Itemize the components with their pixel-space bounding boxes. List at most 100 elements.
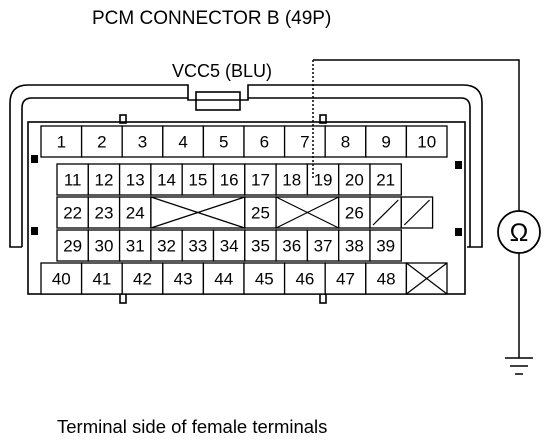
terminal-number: 9 [381, 133, 390, 152]
terminal-number: 30 [94, 237, 113, 256]
terminal-number: 34 [220, 237, 239, 256]
blank-terminal [150, 196, 246, 229]
terminal-33: 33 [181, 229, 215, 262]
terminal-12: 12 [87, 163, 121, 196]
terminal-15: 15 [181, 163, 215, 196]
terminal-number: 10 [417, 133, 436, 152]
terminal-number: 47 [336, 270, 355, 289]
terminal-41: 41 [80, 262, 123, 295]
terminal-46: 46 [283, 262, 326, 295]
terminal-21: 21 [369, 163, 402, 196]
terminal-number: 35 [251, 237, 270, 256]
terminal-1: 1 [40, 125, 83, 158]
terminal-number: 19 [314, 171, 333, 190]
terminal-number: 36 [282, 237, 301, 256]
terminal-34: 34 [212, 229, 246, 262]
terminal-26: 26 [338, 196, 371, 229]
terminal-number: 5 [219, 133, 228, 152]
terminal-number: 31 [126, 237, 145, 256]
terminal-number: 25 [251, 204, 270, 223]
terminal-number: 20 [345, 171, 364, 190]
terminal-8: 8 [324, 125, 367, 158]
terminal-23: 23 [87, 196, 121, 229]
probe-wire [312, 59, 520, 358]
terminal-number: 43 [174, 270, 193, 289]
terminal-44: 44 [202, 262, 245, 295]
terminal-37: 37 [306, 229, 340, 262]
terminal-17: 17 [244, 163, 277, 196]
terminal-number: 37 [314, 237, 333, 256]
terminal-number: 33 [188, 237, 207, 256]
terminal-number: 40 [52, 270, 71, 289]
terminal-40: 40 [40, 262, 83, 295]
terminal-number: 23 [94, 204, 113, 223]
terminal-number: 29 [63, 237, 82, 256]
terminal-3: 3 [121, 125, 164, 158]
terminal-48: 48 [365, 262, 408, 295]
terminal-number: 11 [64, 171, 82, 190]
blank-terminal [275, 196, 340, 229]
terminal-30: 30 [87, 229, 121, 262]
terminal-42: 42 [121, 262, 164, 295]
terminal-25: 25 [244, 196, 277, 229]
terminal-number: 2 [97, 133, 106, 152]
terminal-11: 11 [56, 163, 89, 196]
terminal-number: 3 [138, 133, 147, 152]
terminal-number: 22 [63, 204, 82, 223]
terminal-9: 9 [365, 125, 408, 158]
terminal-number: 26 [345, 204, 364, 223]
terminal-20: 20 [338, 163, 371, 196]
terminal-number: 42 [133, 270, 152, 289]
terminal-number: 12 [94, 171, 113, 190]
terminal-number: 21 [376, 171, 395, 190]
meter-symbol: Ω [510, 219, 529, 247]
terminal-2: 2 [80, 125, 123, 158]
terminal-38: 38 [338, 229, 371, 262]
terminal-number: 45 [255, 270, 274, 289]
terminal-number: 8 [341, 133, 350, 152]
ground-icon [505, 357, 533, 375]
terminal-14: 14 [150, 163, 183, 196]
terminal-4: 4 [162, 125, 205, 158]
terminal-number: 46 [295, 270, 314, 289]
terminal-6: 6 [243, 125, 286, 158]
terminal-number: 44 [214, 270, 233, 289]
terminal-31: 31 [118, 229, 152, 262]
blank-terminal [405, 262, 448, 295]
wire-label: VCC5 (BLU) [172, 61, 272, 81]
terminal-47: 47 [324, 262, 367, 295]
terminal-24: 24 [118, 196, 152, 229]
terminal-number: 39 [376, 237, 395, 256]
terminal-number: 15 [188, 171, 207, 190]
terminal-36: 36 [275, 229, 309, 262]
terminal-number: 14 [157, 171, 176, 190]
terminal-number: 7 [300, 133, 309, 152]
terminal-number: 13 [126, 171, 145, 190]
caption: Terminal side of female terminals [57, 416, 327, 437]
terminal-number: 4 [178, 133, 187, 152]
blank-terminal [400, 196, 434, 229]
terminal-number: 41 [92, 270, 111, 289]
terminal-number: 24 [126, 204, 145, 223]
blank-terminal [369, 196, 402, 229]
terminal-number: 18 [282, 171, 301, 190]
terminal-10: 10 [405, 125, 448, 158]
terminal-22: 22 [56, 196, 89, 229]
diagram-title: PCM CONNECTOR B (49P) [92, 8, 331, 29]
terminal-number: 1 [57, 133, 66, 152]
terminal-number: 17 [251, 171, 270, 190]
ohmmeter-icon: Ω [497, 210, 541, 254]
terminal-32: 32 [150, 229, 183, 262]
terminal-16: 16 [212, 163, 246, 196]
terminal-13: 13 [118, 163, 152, 196]
terminal-number: 32 [157, 237, 176, 256]
terminal-43: 43 [162, 262, 205, 295]
terminal-number: 6 [260, 133, 269, 152]
terminal-5: 5 [202, 125, 245, 158]
terminal-number: 38 [345, 237, 364, 256]
terminal-18: 18 [275, 163, 309, 196]
latch-marks [31, 155, 462, 236]
terminal-45: 45 [243, 262, 286, 295]
